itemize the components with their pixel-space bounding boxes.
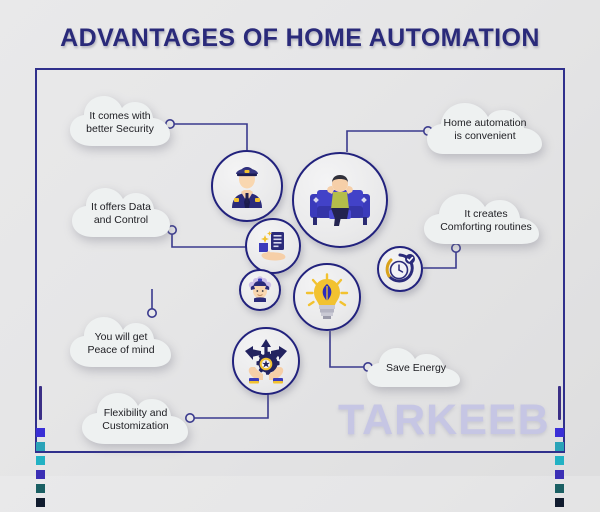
icon-node-save-energy[interactable] xyxy=(293,263,361,331)
cloud-label-security-text: It comes with better Security xyxy=(86,109,154,135)
icon-node-routines[interactable] xyxy=(377,246,423,292)
cloud-label-security[interactable]: It comes with better Security xyxy=(66,92,174,154)
icon-node-flexibility[interactable] xyxy=(232,327,300,395)
cloud-label-save-energy[interactable]: Save Energy xyxy=(364,345,468,393)
hands-holding-gear-arrows-icon xyxy=(245,339,287,384)
decorative-square xyxy=(36,456,45,465)
cloud-shape xyxy=(424,194,539,244)
decorative-square xyxy=(555,470,564,479)
decorative-square xyxy=(36,428,45,437)
eco-lightbulb-icon xyxy=(305,273,349,319)
cloud-shape xyxy=(70,96,170,146)
decorative-bar-right xyxy=(555,386,564,512)
cloud-label-data-control[interactable]: It offers Data and Control xyxy=(68,184,174,244)
icon-node-relax[interactable] xyxy=(292,152,388,248)
cloud-shape xyxy=(427,103,542,154)
decorative-square xyxy=(555,456,564,465)
decorative-square xyxy=(555,442,564,451)
hand-holding-data-icon xyxy=(259,231,286,261)
infographic-canvas: ADVANTAGES OF HOME AUTOMATION TARKEEB xyxy=(35,24,565,507)
decorative-square xyxy=(555,484,564,493)
cloud-label-convenient[interactable]: Home automation is convenient xyxy=(424,98,546,162)
meditating-person-icon xyxy=(248,276,272,302)
cloud-label-peace-of-mind[interactable]: You will get Peace of mind xyxy=(66,314,176,374)
person-relaxing-on-couch-icon xyxy=(310,175,370,226)
icon-node-security[interactable] xyxy=(211,150,283,222)
decorative-square xyxy=(555,428,564,437)
cloud-label-save-energy-text: Save Energy xyxy=(385,362,447,375)
icon-node-data-control[interactable] xyxy=(245,218,301,274)
decorative-bar-left xyxy=(36,386,45,512)
cloud-shape xyxy=(367,348,460,387)
decorative-square xyxy=(36,470,45,479)
decorative-square xyxy=(36,442,45,451)
cloud-shape xyxy=(82,393,188,444)
cloud-label-peace-of-mind-text: You will get Peace of mind xyxy=(87,330,155,356)
cloud-shape xyxy=(72,188,170,237)
content-frame xyxy=(35,68,565,453)
cloud-label-routines-text: It creates Comforting routines xyxy=(440,207,532,233)
decorative-square xyxy=(36,498,45,507)
icon-node-peace-of-mind[interactable] xyxy=(239,269,281,311)
brand-watermark: TARKEEB xyxy=(338,396,550,444)
cloud-shape xyxy=(70,317,171,367)
decorative-line xyxy=(558,386,561,420)
page-title: ADVANTAGES OF HOME AUTOMATION xyxy=(60,24,540,52)
cloud-label-routines[interactable]: It creates Comforting routines xyxy=(420,190,552,252)
clock-check-icon xyxy=(385,253,415,283)
decorative-line xyxy=(39,386,42,420)
cloud-label-flexibility[interactable]: Flexibility and Customization xyxy=(78,389,193,451)
security-guard-icon xyxy=(232,167,262,208)
cloud-label-convenient-text: Home automation is convenient xyxy=(443,116,527,142)
cloud-label-flexibility-text: Flexibility and Customization xyxy=(102,406,169,432)
decorative-square xyxy=(555,498,564,507)
cloud-label-data-control-text: It offers Data and Control xyxy=(91,200,151,226)
decorative-square xyxy=(36,484,45,493)
